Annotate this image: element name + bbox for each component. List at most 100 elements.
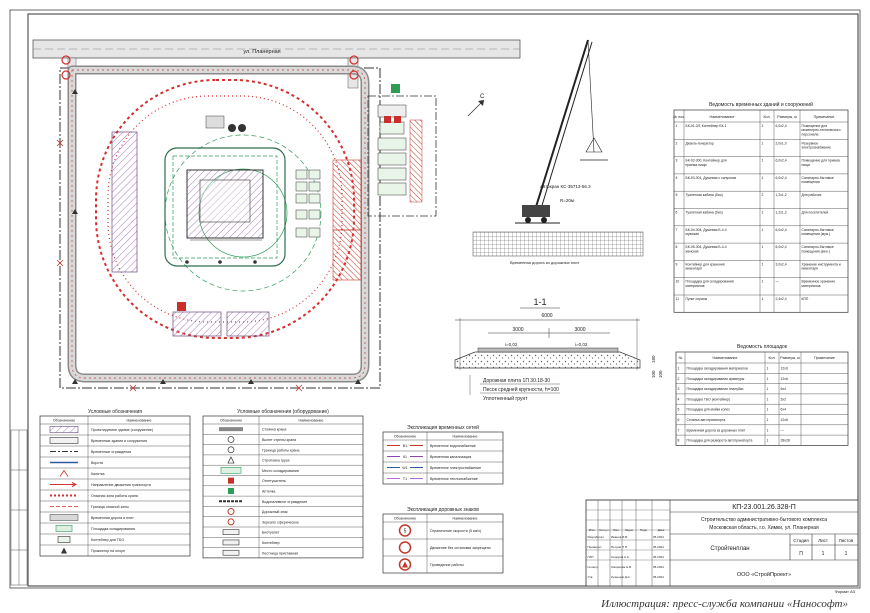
tb-person: Петров П.П. [611,545,628,549]
symbol-wicket [59,469,69,477]
gate-markers [61,55,359,80]
tb-col-header: Подп. [640,528,648,532]
cell-line: Площадка для складирования [686,280,734,284]
legend_signs-item: Проведение работы [430,563,464,567]
crane-danger-zone [95,79,355,339]
dim-100-a: 100 [651,370,656,378]
symbol-temp-building [49,437,79,444]
sheet-name: Стройгенплан [710,545,749,552]
cell-line: БК-05-304, Душевая Б-4-4 [686,245,727,249]
cell-line: БК-04-304, Душевая Б-4-4 [686,228,727,232]
legend_general-header-name: Наименование [127,419,152,423]
layer-3-label: Уплотненный грунт [483,395,528,402]
buildings-table-title: Ведомость временных зданий и сооружений [709,101,813,108]
buildings-table-cell: КПП [802,297,809,301]
cell-line: Для посетителей [802,211,829,215]
sites-header-cell: Кол. [768,356,775,360]
sites-table-cell: Площадка для разворота автотранспорта [687,439,753,443]
searchlights [72,89,361,384]
cell-line: 6,0х2,4 [776,245,787,249]
sites-table-cell: 1 [767,397,769,401]
stage-value: П [799,551,803,557]
buildings-header-cell: Примечание [814,115,835,119]
buildings-table-cell: 8 [676,245,678,249]
side-stamp [10,429,28,586]
symbol-misc-box [222,549,240,556]
symbol-network-gap [400,476,410,481]
legend_networks-header-symbol: Обозначение [394,435,416,439]
temporary-buildings-group [295,169,321,238]
slope-right-label: i=0,02 [575,342,588,347]
dim-180: 180 [651,355,656,363]
symbol-storage-place [220,467,242,474]
crane-drawing: Автокран КС-35713-56.3 R=20м Временная д… [472,39,644,265]
buildings-table-cell: Туалетная кабина (био) [686,211,723,215]
buildings-table-cell: Для рабочих [802,193,822,197]
sites-table-cell: 3 [678,387,680,391]
legend_signs-item: Ограничение скорости (5 км/ч) [430,529,481,533]
cell-line: 3 [676,159,678,163]
legend_equipment-header-name: Наименование [299,419,324,423]
buildings-table-cell: Для посетителей [802,211,829,215]
tb-date: 05.2024 [653,555,664,559]
buildings-table-cell: 10 [676,280,680,284]
storage-zone-bottom-left [172,311,222,337]
legend_signs-item: Движение без остановки запрещено [430,546,491,550]
sites-table-cell: 3х2 [781,397,787,401]
cell-line: Санитарно-бытовые [802,228,834,232]
sheet-format: Формат А3 [835,589,856,594]
buildings-table-cell: 3,0х2,4 [776,262,787,266]
legend_equipment-item: Вылет стрелы крана [262,438,296,442]
tb-role: Н.контр. [588,565,600,569]
projected-building [186,169,264,239]
tb-col-header: Дата [658,528,665,532]
cell-line: Помещение для приема [802,159,840,163]
legend_networks-item: Временное электроснабжение [430,466,481,470]
sites-table-title: Ведомость площадок [737,344,788,350]
symbol-network-gap [400,465,410,470]
sites-table-cell: Стоянка автотранспорта [687,418,726,422]
works-sign-glyph [402,561,408,568]
buildings-table-cell: 6,0х2,4 [776,176,787,180]
tb-col-header: Кол.уч [600,528,609,532]
symbol-safety-box [228,477,234,484]
cell-line: Резервное [802,141,819,145]
symbol-traffic-arrow [50,482,78,487]
cell-line: инвентаря [802,267,819,271]
cell-line: 1 [762,176,764,180]
legend_general-item: Калитка [91,472,105,476]
tb-person: Иванов И.В. [611,535,628,539]
cell-line: 1 [762,262,764,266]
symbol-tbo [57,536,71,543]
sites-table-cell: Площадка ТБО (контейнер) [687,397,731,401]
cell-line: Для рабочих [802,193,822,197]
legend_networks-item: Временная канализация [430,455,471,459]
buildings-table-cell: 1 [762,228,764,232]
cell-line: 1 [762,280,764,284]
symbol-network-gap [400,443,410,448]
buildings-table-cell: БК-03-301, Душевая с санузлом [686,176,737,180]
cell-line: 2 [762,193,764,197]
sheet-header: Лист [818,538,828,543]
fence-crosses [56,139,303,392]
legend_equipment-item: Огнетушитель [262,479,286,483]
generator-box [377,104,407,118]
cell-line: 2,4х2,4 [776,297,787,301]
cell-line: электроснабжение [802,146,832,150]
extinguisher-icon [177,302,186,311]
section-1-1: 1-1 6000 3000 3000 i=0,02 i=0,02 Дорожна… [454,297,663,402]
north-arrow: С [467,94,485,117]
legend_equipment-item: Стоянка крана [262,428,286,432]
symbol-safety-box [228,487,234,494]
buildings-table-cell: 6,0х2,4 [776,228,787,232]
first-aid-icon [228,124,236,132]
sheet-value: 1 [822,551,825,557]
cell-line: 1 [762,297,764,301]
storage-zone-bottom-right [226,311,270,337]
buildings-table-cell: 1,2х1,2 [776,193,787,197]
